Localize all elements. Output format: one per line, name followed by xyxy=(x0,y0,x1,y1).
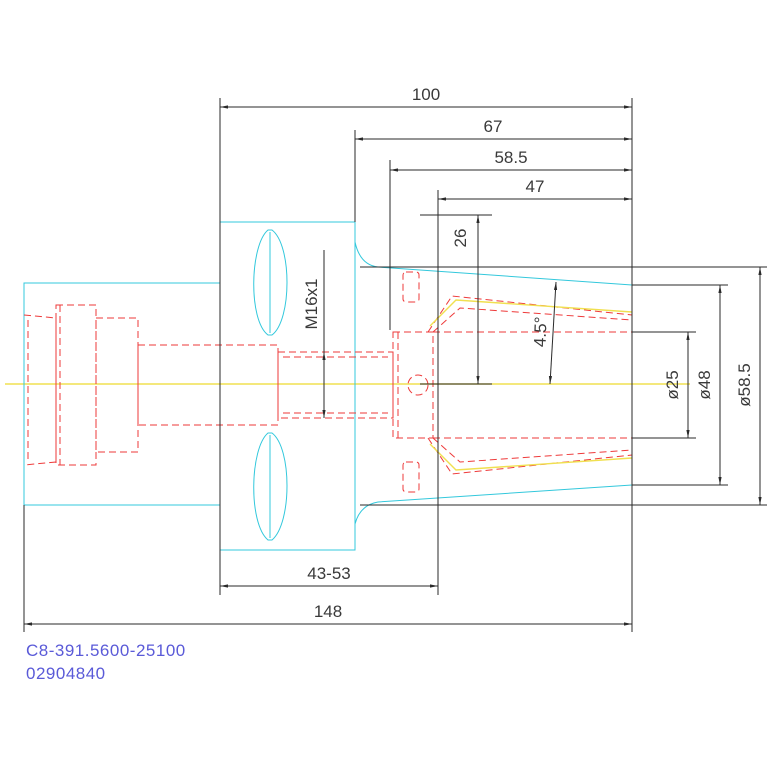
dim-100: 100 xyxy=(412,85,440,104)
dim-dia-25: ø25 xyxy=(663,370,682,399)
dim-67: 67 xyxy=(484,117,503,136)
dim-148: 148 xyxy=(314,602,342,621)
dim-thread: M16x1 xyxy=(302,278,321,329)
drive-slot-top xyxy=(253,229,288,336)
article-number: 02904840 xyxy=(26,664,106,683)
hidden-lines xyxy=(23,271,633,493)
dim-dia-58-5: ø58.5 xyxy=(735,363,754,406)
taper-lines xyxy=(429,299,633,471)
drive-slot-bottom xyxy=(253,432,288,541)
dimension-lines xyxy=(23,98,767,632)
dim-43-53: 43-53 xyxy=(307,564,350,583)
dim-47: 47 xyxy=(526,177,545,196)
holder-outline xyxy=(23,221,633,551)
dim-angle: 4.5° xyxy=(530,316,550,347)
dim-58-5: 58.5 xyxy=(494,148,527,167)
dim-26: 26 xyxy=(451,229,470,248)
part-number: C8-391.5600-25100 xyxy=(26,641,186,660)
dim-dia-48: ø48 xyxy=(695,370,714,399)
